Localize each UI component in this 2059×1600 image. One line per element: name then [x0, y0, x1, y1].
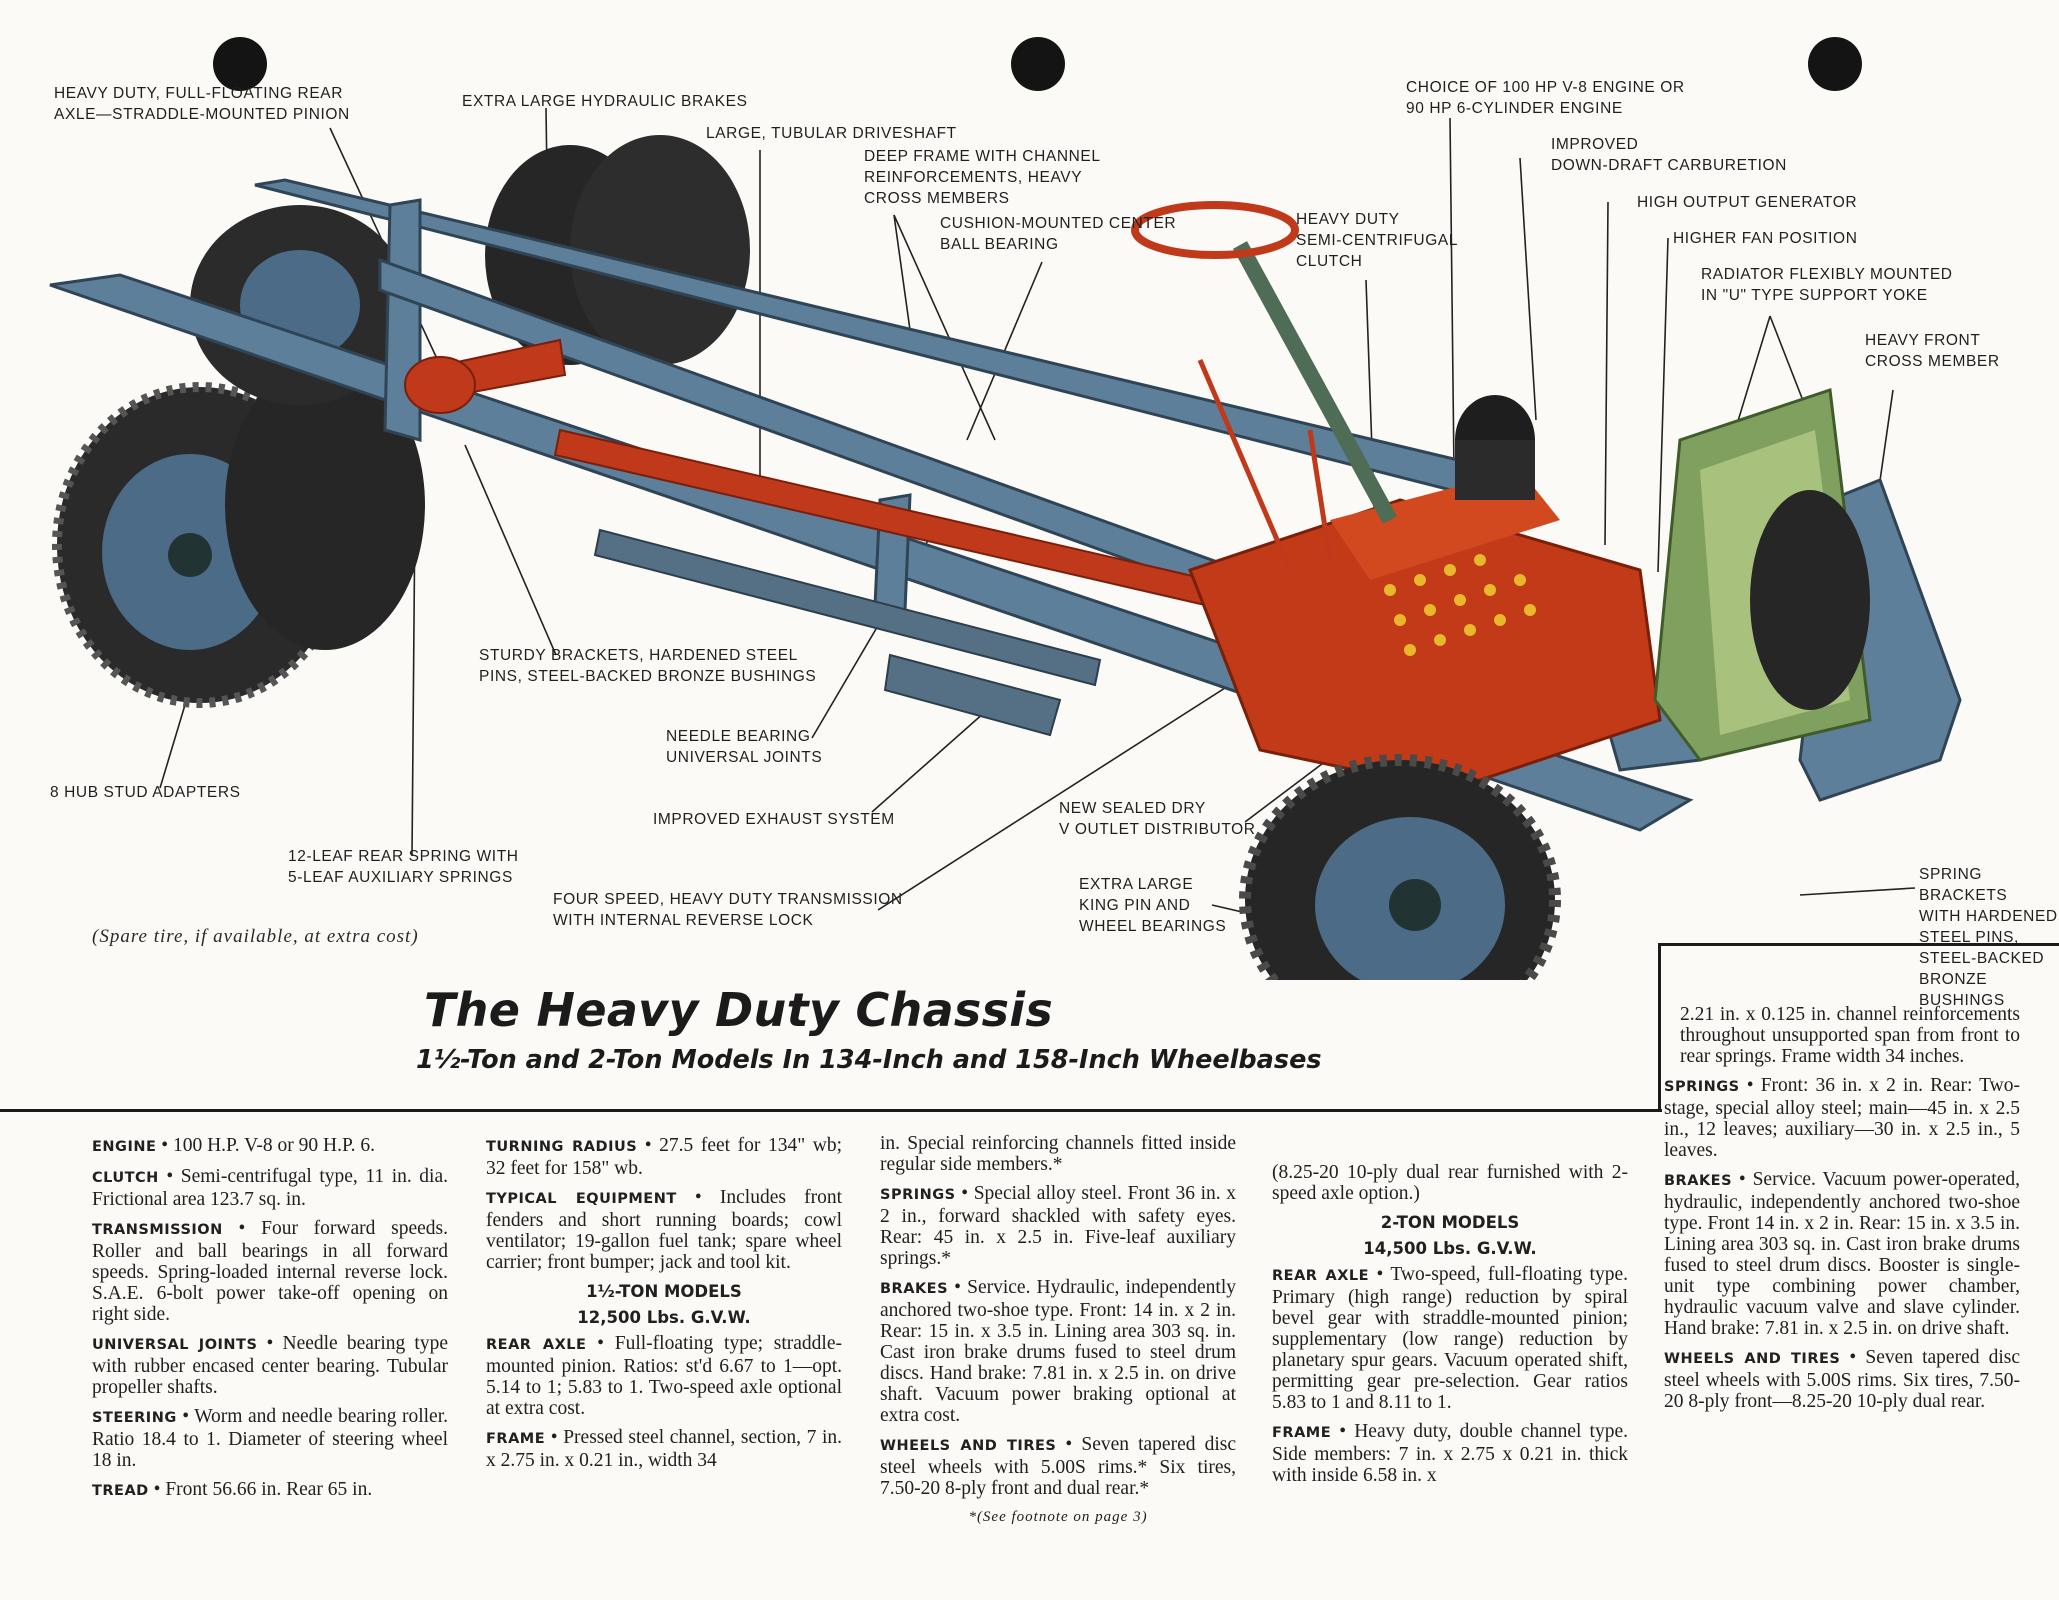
spec-frame-continued: in. Special reinforcing channels fitted … [880, 1133, 1236, 1175]
heading-1-5-ton-gvw: 12,500 Lbs. G.V.W. [577, 1308, 751, 1327]
page-title: The Heavy Duty Chassis [424, 983, 1054, 1037]
spec-frame-2-continued: 2.21 in. x 0.125 in. channel reinforceme… [1680, 1004, 2020, 1067]
page-subtitle: 1½-Ton and 2-Ton Models In 134-Inch and … [416, 1045, 1322, 1075]
callout-king-pin: EXTRA LARGE KING PIN AND WHEEL BEARINGS [1079, 876, 1227, 935]
spec-wheels-2: WHEELS AND TIRES • Seven tapered disc st… [1664, 1347, 2020, 1412]
callout-radiator: RADIATOR FLEXIBLY MOUNTED IN "U" TYPE SU… [1701, 266, 1953, 304]
callout-transmission: FOUR SPEED, HEAVY DUTY TRANSMISSION WITH… [553, 891, 903, 929]
callout-needle-bearing: NEEDLE BEARING UNIVERSAL JOINTS [666, 728, 823, 766]
heading-2-ton-gvw: 14,500 Lbs. G.V.W. [1363, 1239, 1537, 1258]
chassis-illustration [49, 107, 1962, 980]
callout-hub-stud: 8 HUB STUD ADAPTERS [50, 784, 241, 801]
spec-engine: ENGINE • 100 H.P. V-8 or 90 H.P. 6. [92, 1135, 376, 1156]
engine-block [1188, 395, 1662, 792]
callout-rear-spring: 12-LEAF REAR SPRING WITH 5-LEAF AUXILIAR… [288, 848, 519, 886]
heading-1-5-ton: 1½-TON MODELS [586, 1282, 742, 1301]
section-rule [0, 1109, 1662, 1112]
spec-tire-option: (8.25-20 10-ply dual rear furnished with… [1272, 1162, 1628, 1204]
spec-brakes-2: BRAKES • Service. Vacuum power-operated,… [1664, 1169, 2020, 1339]
spec-column-3: in. Special reinforcing channels fitted … [880, 1133, 1236, 1536]
heading-2-ton: 2-TON MODELS [1380, 1213, 1520, 1232]
footnote: *(See footnote on page 3) [968, 1509, 1148, 1525]
callout-distributor: NEW SEALED DRY V OUTLET DISTRIBUTOR [1059, 800, 1256, 838]
steering-column [1131, 201, 1398, 571]
spare-tire-note: (Spare tire, if available, at extra cost… [92, 926, 419, 947]
binder-hole-center [1011, 37, 1065, 91]
front-right-wheel [1239, 754, 1561, 980]
callout-generator: HIGH OUTPUT GENERATOR [1637, 194, 1858, 211]
spec-turning-radius: TURNING RADIUS • 27.5 feet for 134" wb; … [486, 1135, 843, 1179]
callout-clutch: HEAVY DUTY SEMI-CENTRIFUGAL CLUTCH [1296, 211, 1459, 270]
front-left-wheel [1750, 490, 1870, 710]
spec-frame-1-5: FRAME • Pressed steel channel, section, … [486, 1427, 842, 1471]
binder-hole-right [1808, 37, 1862, 91]
callout-center-bearing: CUSHION-MOUNTED CENTER BALL BEARING [940, 215, 1177, 253]
callout-brakes: EXTRA LARGE HYDRAULIC BRAKES [462, 93, 748, 110]
spec-steering: STEERING • Worm and needle bearing rolle… [92, 1406, 448, 1471]
driveshaft-and-axle [404, 338, 1212, 607]
spec-springs-1-5: SPRINGS • Special alloy steel. Front 36 … [880, 1183, 1236, 1269]
spec-column-2: TURNING RADIUS • 27.5 feet for 134" wb; … [486, 1135, 842, 1479]
spec-column-5: 2.21 in. x 0.125 in. channel reinforceme… [1664, 1004, 2020, 1420]
spec-wheels-1-5: WHEELS AND TIRES • Seven tapered disc st… [880, 1434, 1236, 1499]
spec-column-1: ENGINE • 100 H.P. V-8 or 90 H.P. 6. CLUT… [92, 1135, 448, 1510]
callout-exhaust: IMPROVED EXHAUST SYSTEM [653, 811, 895, 828]
binder-hole-left [213, 37, 267, 91]
spec-typical-equipment: TYPICAL EQUIPMENT • Includes front fende… [486, 1187, 842, 1273]
spec-tread: TREAD • Front 56.66 in. Rear 65 in. [92, 1479, 373, 1500]
box-divider-top [1658, 943, 2059, 946]
spec-rear-axle-1-5: REAR AXLE • Full-floating type; straddle… [486, 1333, 842, 1419]
spec-brakes-1-5: BRAKES • Service. Hydraulic, independent… [880, 1277, 1236, 1426]
callout-frame: DEEP FRAME WITH CHANNEL REINFORCEMENTS, … [864, 148, 1101, 207]
spec-universal-joints: UNIVERSAL JOINTS • Needle bearing type w… [92, 1333, 448, 1398]
callout-carburetion: IMPROVED DOWN-DRAFT CARBURETION [1551, 136, 1787, 174]
spec-transmission: TRANSMISSION • Four forward speeds. Roll… [92, 1218, 448, 1325]
spec-clutch: CLUTCH • Semi-centrifugal type, 11 in. d… [92, 1166, 449, 1210]
callout-fan: HIGHER FAN POSITION [1673, 230, 1858, 247]
callout-spring-brackets: SPRING BRACKETS WITH HARDENED STEEL PINS… [1919, 866, 2058, 1009]
callout-front-cross-member: HEAVY FRONT CROSS MEMBER [1865, 332, 2000, 370]
callout-engine-choice: CHOICE OF 100 HP V-8 ENGINE OR 90 HP 6-C… [1406, 79, 1685, 117]
rear-left-dual-tire [225, 360, 425, 650]
box-divider-vertical [1658, 943, 1661, 1111]
spec-rear-axle-2: REAR AXLE • Two-speed, full-floating typ… [1272, 1264, 1628, 1413]
spec-frame-2: FRAME • Heavy duty, double channel type.… [1272, 1421, 1628, 1486]
spec-springs-2: SPRINGS • Front: 36 in. x 2 in. Rear: Tw… [1664, 1075, 2021, 1161]
exhaust-pipe [593, 528, 1102, 737]
spec-column-4: (8.25-20 10-ply dual rear furnished with… [1272, 1162, 1628, 1494]
callout-rear-axle: HEAVY DUTY, FULL-FLOATING REAR AXLE—STRA… [54, 85, 350, 123]
callout-brackets: STURDY BRACKETS, HARDENED STEEL PINS, ST… [479, 647, 817, 685]
callout-driveshaft: LARGE, TUBULAR DRIVESHAFT [706, 125, 957, 142]
